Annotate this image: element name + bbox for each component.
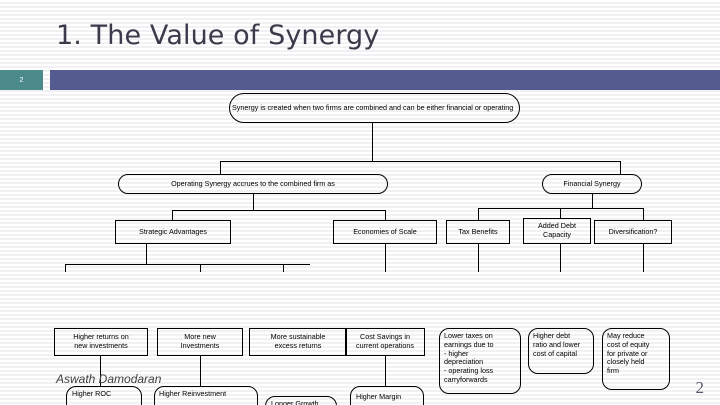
connector-economies-down: [385, 210, 386, 220]
synergy-flow-diagram: Synergy is created when two firms are co…: [0, 90, 720, 405]
connector-to-financial: [620, 161, 621, 174]
connector-more-new-down2: [200, 356, 201, 387]
connector-diversification-down2: [643, 244, 644, 272]
node-higher-returns: Higher returns on new investments: [54, 328, 148, 356]
footer-author: Aswath Damodaran: [56, 372, 162, 386]
node-higher-margin: Higher Margin Higher Base- year EBIT: [350, 386, 424, 405]
page-title: 1. The Value of Synergy: [56, 20, 380, 51]
connector-strategic-down2: [146, 244, 147, 264]
connector-cost-savings-down2: [385, 356, 386, 387]
node-lower-taxes: Lower taxes on earnings due to - higher …: [439, 328, 521, 394]
slide-number-badge: 2: [0, 70, 43, 90]
connector-more-new-down: [200, 264, 201, 272]
connector-debt-down: [560, 208, 561, 218]
connector-root-down: [372, 123, 373, 161]
connector-spine-top: [220, 161, 620, 162]
connector-economies-down2: [385, 244, 386, 272]
node-tax-benefits: Tax Benefits: [446, 220, 510, 244]
node-financial-synergy: Financial Synergy: [542, 174, 642, 194]
node-root: Synergy is created when two firms are co…: [229, 93, 520, 123]
connector-tax-down: [478, 208, 479, 220]
connector-higher-returns-down: [65, 264, 66, 272]
connector-more-sustainable-down: [283, 264, 284, 272]
connector-debt-down2: [560, 244, 561, 272]
header-accent-bar: [50, 70, 720, 90]
connector-operating-down: [253, 194, 254, 210]
footer-page-number: 2: [695, 378, 705, 397]
connector-financial-down: [592, 194, 593, 208]
header-band: 2: [0, 70, 720, 90]
node-diversification: Diversification?: [594, 220, 672, 244]
node-economies-of-scale: Economies of Scale: [333, 220, 437, 244]
connector-diversification-down: [643, 208, 644, 220]
connector-strategic-down: [172, 210, 173, 220]
node-may-reduce-coe: May reduce cost of equity for private or…: [602, 328, 670, 390]
node-operating-synergy: Operating Synergy accrues to the combine…: [118, 174, 388, 194]
node-longer-growth-period: Longer Growth Period: [265, 396, 337, 405]
node-strategic-advantages: Strategic Advantages: [115, 220, 231, 244]
node-added-debt-capacity: Added Debt Capacity: [523, 218, 591, 244]
connector-higher-returns-down2: [100, 356, 101, 387]
connector-strategic-spread: [65, 264, 310, 265]
node-higher-debt-ratio: Higher debt ratio and lower cost of capi…: [528, 328, 594, 374]
node-higher-reinvestment: Higher Reinvestment Higher Growth Rate: [154, 386, 258, 405]
connector-operating-spread: [172, 210, 385, 211]
node-more-sustainable: More sustainable excess returns: [249, 328, 347, 356]
node-cost-savings: Cost Savings in current operations: [345, 328, 425, 356]
node-more-new-investments: More new Investments: [157, 328, 243, 356]
connector-tax-down2: [478, 244, 479, 272]
node-higher-roc: Higher ROC Higher Growth Rate: [66, 386, 142, 405]
connector-to-operating: [220, 161, 221, 174]
